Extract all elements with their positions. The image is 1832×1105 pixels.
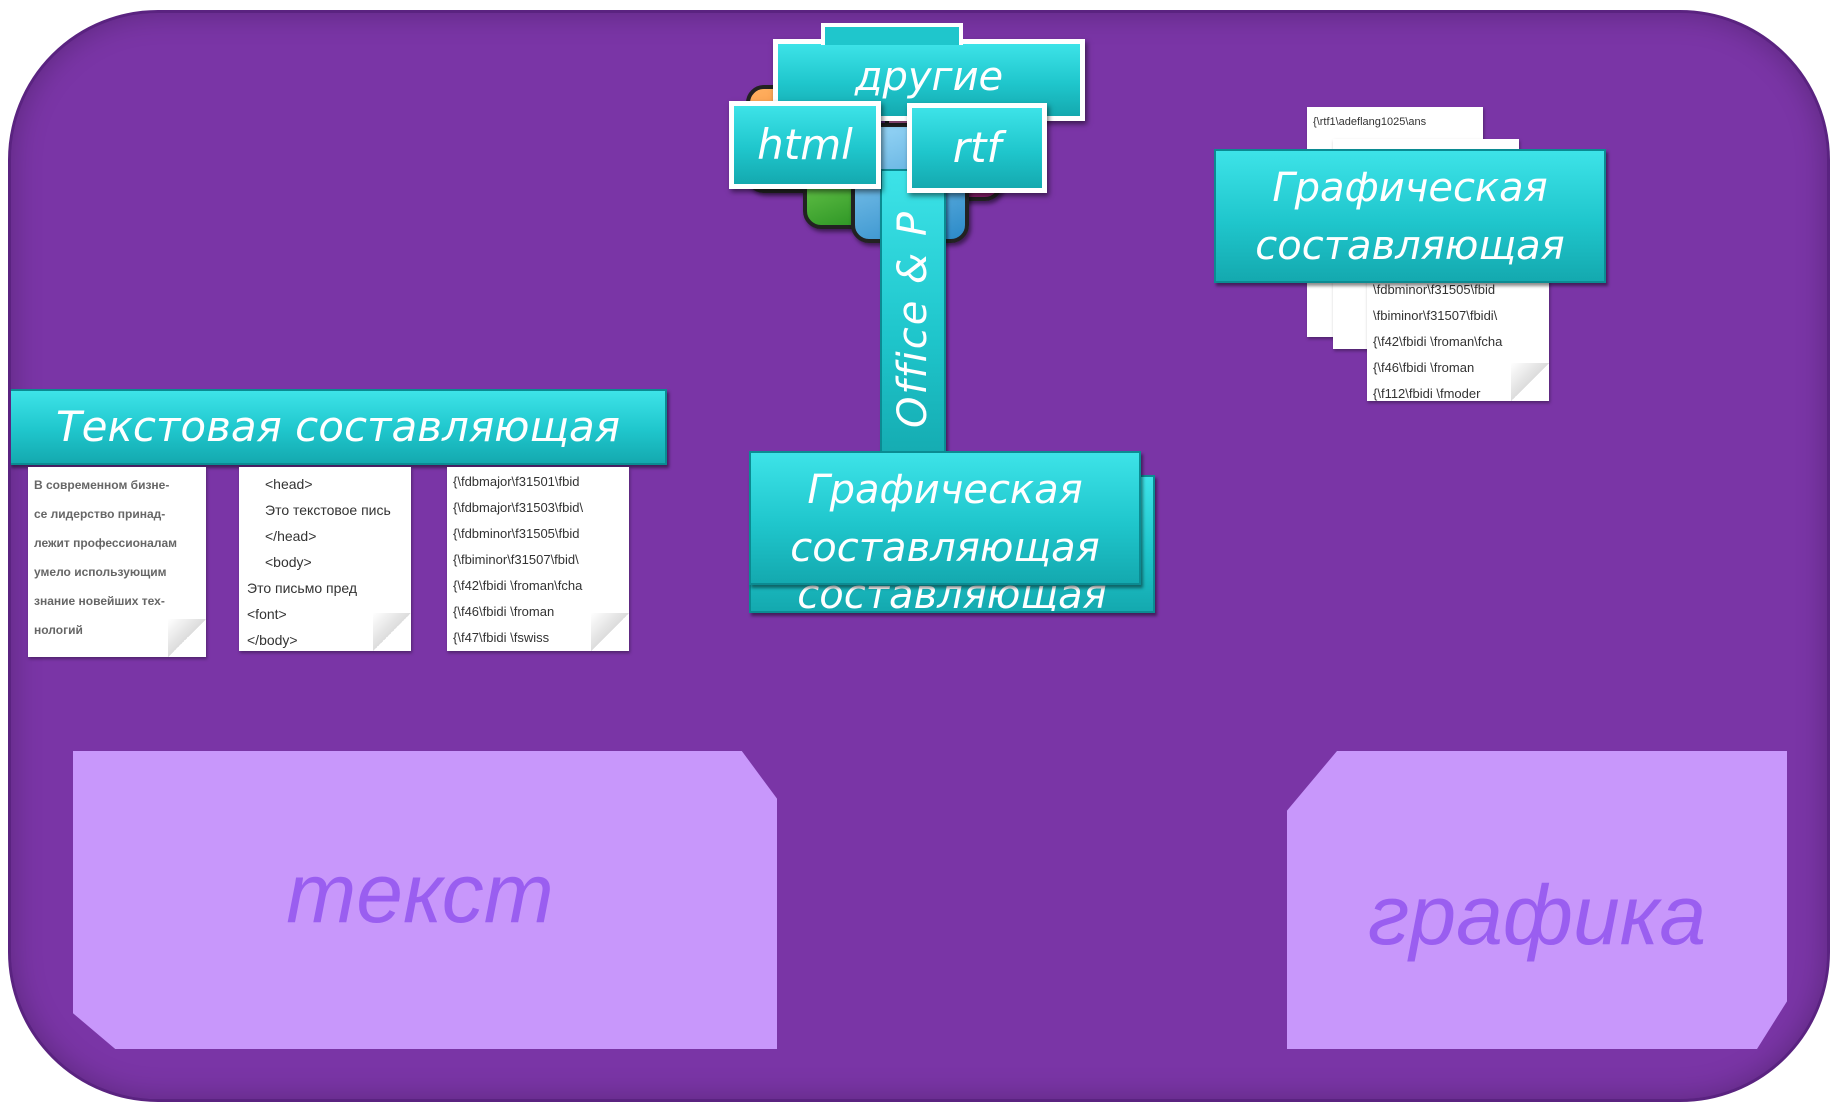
- page-fold-icon: [373, 613, 411, 651]
- text-component-label: Текстовая составляющая: [55, 402, 621, 451]
- rtf-format-box: rtf: [907, 103, 1047, 193]
- office-vertical-bar: Office & P: [880, 169, 946, 469]
- graphics-panel-label: графика: [1367, 867, 1707, 962]
- graphics-panel: графика: [1287, 751, 1787, 1049]
- right-graphic-label-box: Графическая составляющая: [1214, 149, 1606, 283]
- rtf-format-label: rtf: [952, 123, 1002, 172]
- other-formats-label: другие: [854, 54, 1004, 100]
- center-graphic-label-line2: составляющая: [790, 525, 1100, 571]
- text-panel-label: текст: [286, 845, 554, 940]
- page-fold-icon: [591, 613, 629, 651]
- html-format-box: html: [729, 101, 881, 189]
- office-vertical-label: Office & P: [890, 209, 936, 429]
- right-graphic-label-line2: составляющая: [1255, 223, 1565, 269]
- html-document: <head> Это текстовое пись </head> <body>…: [239, 467, 411, 651]
- rtf-code-document: {\fdbmajor\f31501\fbid {\fdbmajor\f31503…: [447, 467, 629, 651]
- other-formats-tab: [821, 23, 963, 45]
- right-graphic-label-line1: Графическая: [1272, 165, 1548, 211]
- rtf-document-front: \fdbminor\f31505\fbid \fbiminor\f31507\f…: [1367, 275, 1549, 401]
- center-graphic-label-box: Графическая составляющая: [749, 451, 1141, 585]
- text-component-label-box: Текстовая составляющая: [11, 389, 667, 465]
- plain-text-document: В современном бизне- се лидерство принад…: [28, 467, 206, 657]
- page-fold-icon: [168, 619, 206, 657]
- text-panel: текст: [73, 751, 777, 1049]
- center-graphic-label-line1: Графическая: [807, 467, 1083, 513]
- diagram-board: ʃ Office & P другие html rtf {\rtf1\adef…: [8, 10, 1830, 1102]
- page-fold-icon: [1511, 363, 1549, 401]
- html-format-label: html: [757, 120, 853, 169]
